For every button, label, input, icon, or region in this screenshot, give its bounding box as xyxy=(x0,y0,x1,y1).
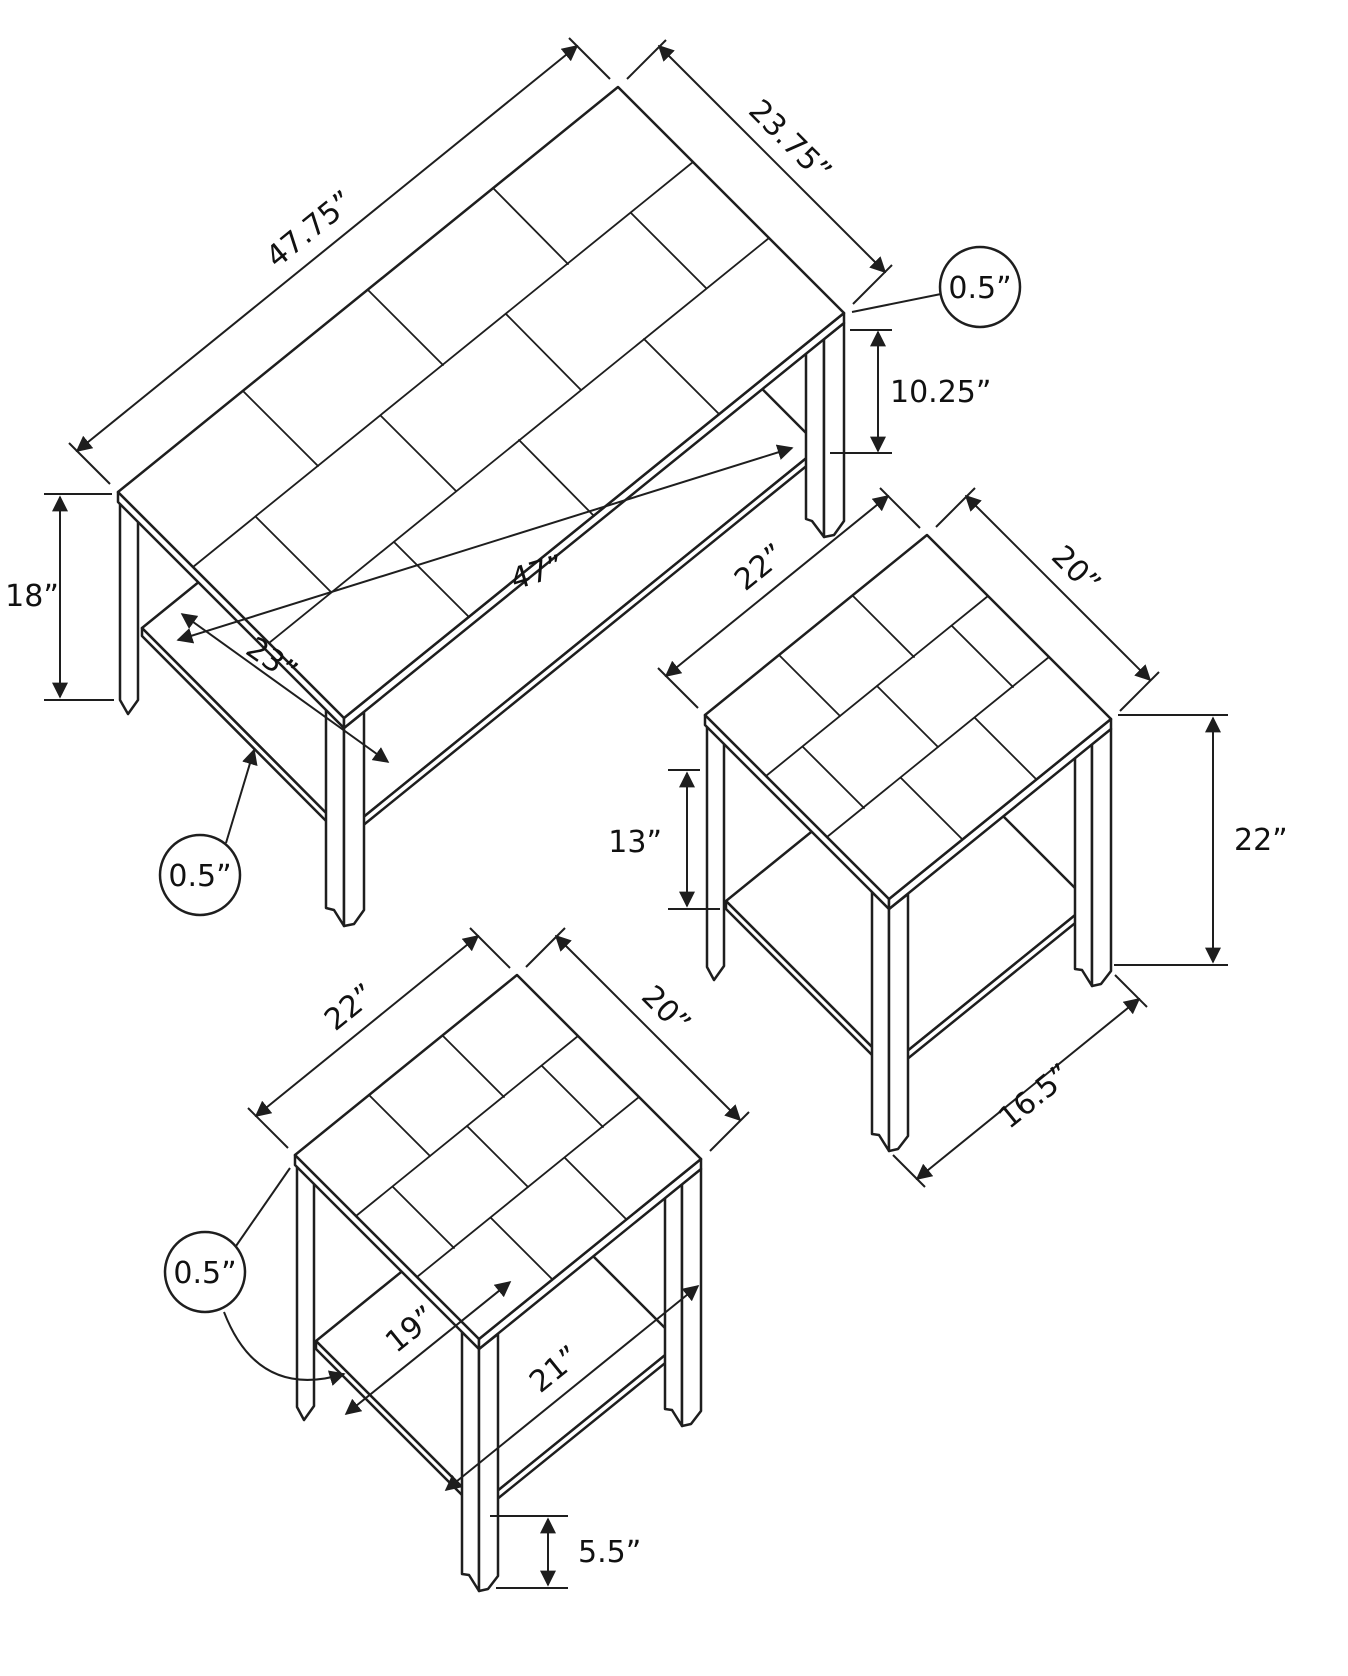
et2-front-leg-front xyxy=(477,1332,500,1593)
et2-front-leg-side xyxy=(460,1330,481,1593)
et1-front-leg-front xyxy=(887,892,910,1153)
end-table-bottom-drawing xyxy=(293,973,703,1593)
end-table-right-drawing xyxy=(703,533,1113,1153)
et1-front-leg-side xyxy=(870,890,891,1153)
coffee-table-front-leg-side xyxy=(324,708,346,928)
et2-right-leg-side xyxy=(663,1165,684,1428)
dim-label-et1-length: 22” xyxy=(728,537,792,598)
dim-label-et2-length: 22” xyxy=(318,977,382,1038)
et1-left-leg xyxy=(705,723,726,982)
dim-label-ct-top-to-shelf: 10.25” xyxy=(890,375,991,410)
dim-label-et2-depth: 20” xyxy=(634,979,697,1042)
dim-label-et1-shelf-depth: 16.5” xyxy=(992,1057,1078,1136)
ct-shelf-thickness-callout xyxy=(158,833,242,917)
dim-label-ct-depth: 23.75” xyxy=(741,93,837,189)
et1-right-leg-side xyxy=(1073,725,1094,988)
dim-label-ct-height: 18” xyxy=(5,579,59,614)
dim-label-et1-depth: 20” xyxy=(1044,539,1107,602)
coffee-table-right-leg-front xyxy=(822,321,846,539)
et2-left-leg xyxy=(295,1163,316,1422)
coffee-table-drawing xyxy=(116,85,846,928)
coffee-table-front-leg-front xyxy=(342,710,366,928)
dim-label-ct-top-thickness: 0.5” xyxy=(948,271,1011,306)
dim-label-et1-top-to-shelf: 13” xyxy=(608,825,662,860)
coffee-table-left-leg xyxy=(118,500,140,716)
dim-label-et2-leg-height: 5.5” xyxy=(578,1535,641,1570)
et2-top-thickness-callout xyxy=(163,1230,247,1314)
ct-top-thickness-callout xyxy=(938,245,1022,329)
dim-label-et1-height: 22” xyxy=(1234,823,1288,858)
coffee-table-right-leg-side xyxy=(804,319,826,539)
et1-right-leg-front xyxy=(1090,727,1113,988)
dim-label-et2-top-thickness: 0.5” xyxy=(173,1256,236,1291)
dim-label-ct-shelf-thickness: 0.5” xyxy=(168,859,231,894)
